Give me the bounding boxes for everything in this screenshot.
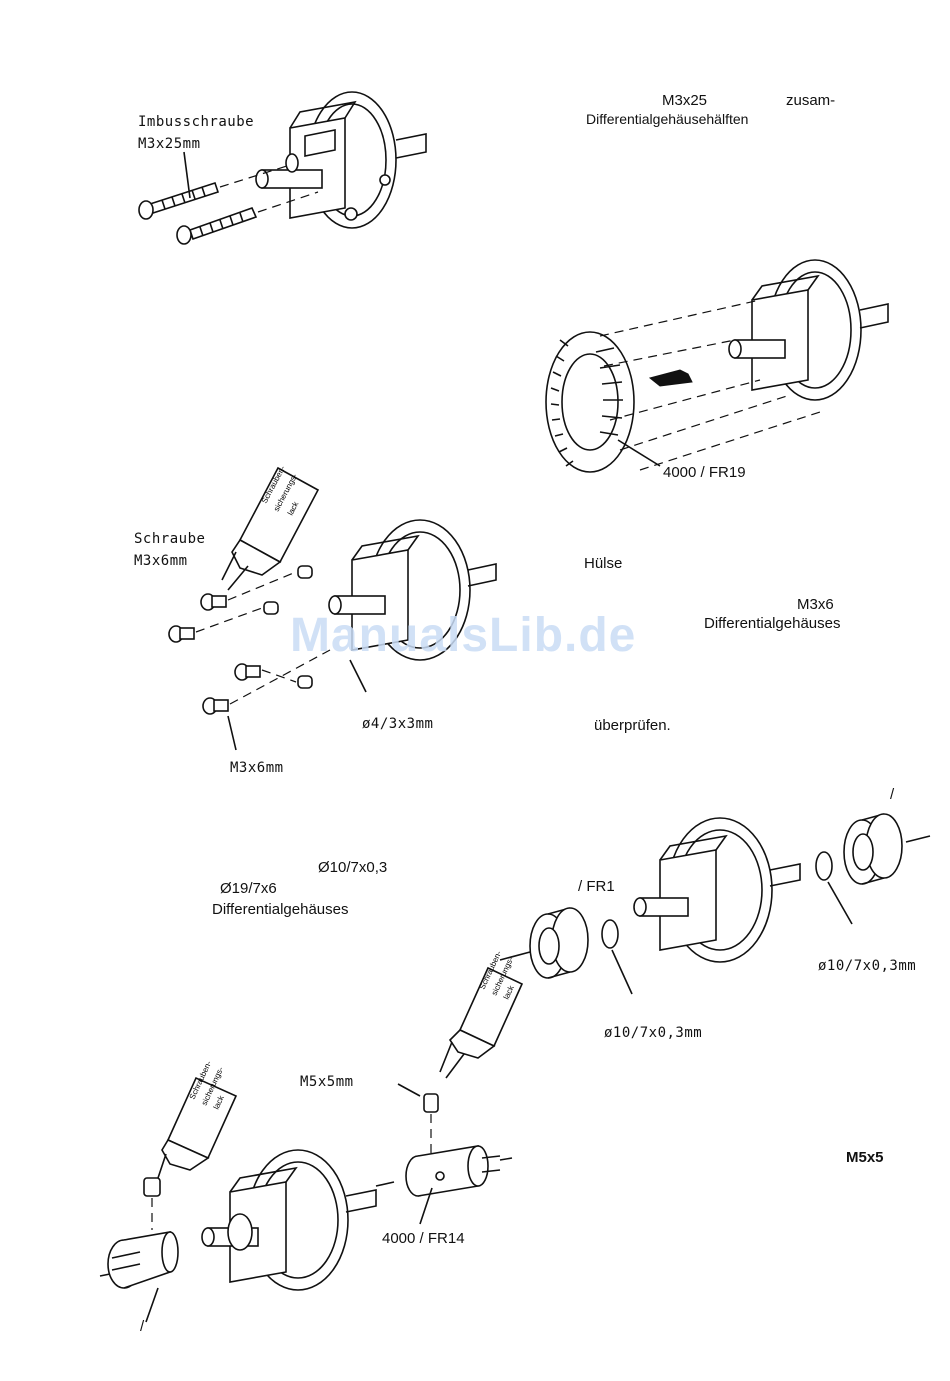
label-m3x6: M3x6 [797,596,834,613]
label-m5x5mm: M5x5mm [300,1074,354,1090]
label-m3x6mm-bottom: M3x6mm [230,760,284,776]
label-m3x25mm: M3x25mm [138,136,201,152]
diff-housing-step1 [255,91,427,229]
leader-4x3x3 [349,659,367,693]
shim-left [601,919,619,949]
label-imbusschraube: Imbusschraube [138,114,255,130]
label-differentialgehaeusehaelften: Differentialgehäusehälften [586,111,749,127]
long-screw-upper [138,164,291,220]
label-differentialgehaeuses-2: Differentialgehäuses [212,901,349,918]
diff-assembly-step5 [201,1149,377,1291]
bearing-right [843,813,903,885]
ring-gear-bolt [648,369,693,387]
drive-cup-left [107,1231,179,1289]
thread-lock-tube-2: Schrauben- sicherungs- lack [439,949,524,1079]
label-fr1: / FR1 [578,878,615,895]
diff-assembly-step4 [633,817,801,963]
set-screw-lower [143,1177,161,1197]
label-d10-7x0-3mm-right: ø10/7x0,3mm [818,958,917,974]
label-zusam: zusam- [786,92,836,109]
diff-assembly-step3 [328,519,497,661]
leader-fr19 [617,439,661,467]
shim-right [815,851,833,881]
thread-lock-tube-1: Schrauben- sicherungs- lack [221,464,320,591]
diff-housing-step2 [728,259,889,401]
label-d4-3x3mm: ø4/3x3mm [362,716,434,732]
label-slash-top-right: / [890,786,895,803]
label-fr19: 4000 / FR19 [663,464,746,481]
label-d10-7x0-3mm-center: ø10/7x0,3mm [604,1025,703,1041]
label-d19-7x6: Ø19/7x6 [220,880,277,897]
long-screw-lower [176,191,319,245]
label-m5x5: M5x5 [846,1149,884,1166]
small-screws [168,565,313,715]
label-huelse: Hülse [584,555,623,572]
leader-m3x6mm [227,715,237,751]
ring-gear [545,331,635,473]
label-m3x25: M3x25 [662,92,708,109]
label-fr14: 4000 / FR14 [382,1230,465,1247]
drive-cup-fr14 [405,1145,501,1197]
label-d10-7x0-3: Ø10/7x0,3 [318,859,388,876]
thread-lock-tube-3: Schrauben- sicherungs- lack [157,1059,238,1179]
label-ueberpruefen: überprüfen. [594,717,671,734]
label-differentialgehaeuses-1: Differentialgehäuses [704,615,841,632]
set-screw-upper [423,1093,439,1113]
watermark: ManualsLib.de [290,609,637,662]
label-m3x6mm-top: M3x6mm [134,553,188,569]
bearing-left [529,907,589,979]
leader-imbusschraube [183,151,191,199]
label-schraube: Schraube [134,531,206,547]
label-slash-bottom-left: / [140,1318,145,1335]
